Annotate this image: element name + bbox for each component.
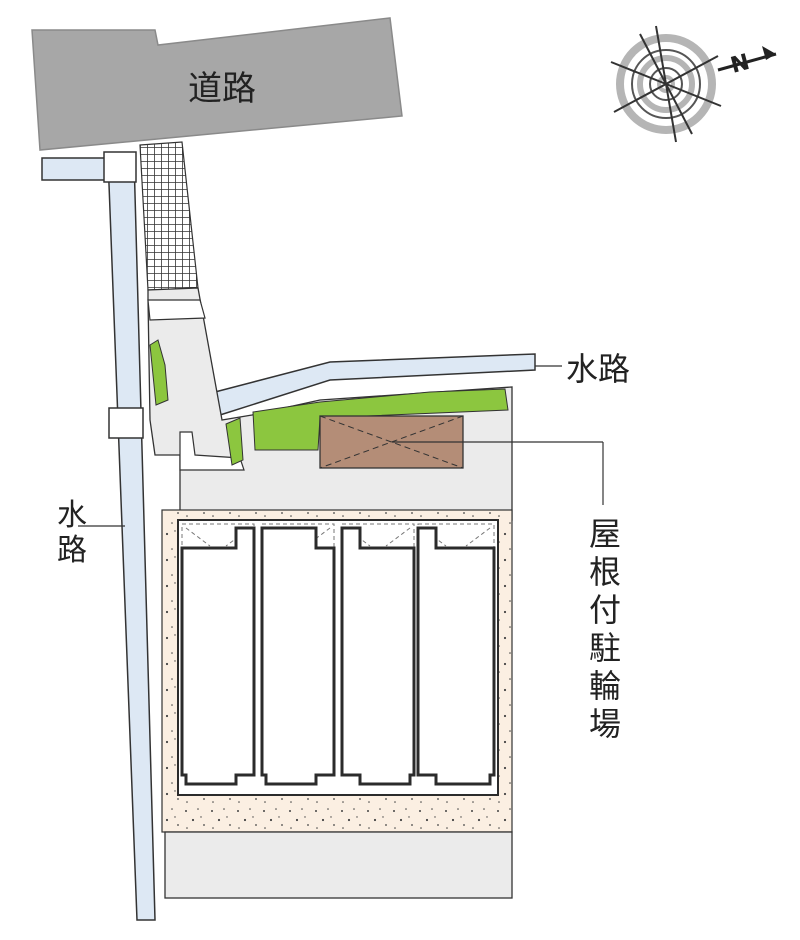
- compass-rose-icon: [610, 25, 777, 143]
- waterway-top-left: [41, 157, 109, 181]
- road-area: [31, 17, 403, 151]
- access-path: [139, 141, 199, 291]
- planting-left: [149, 339, 169, 406]
- covered-parking-label-1: 屋: [589, 515, 621, 553]
- covered-parking-label-2: 根: [589, 553, 621, 591]
- unit-4: [416, 523, 496, 786]
- planting-strip: [252, 388, 509, 451]
- unit-3: [340, 523, 416, 786]
- entrance-step: [147, 299, 206, 321]
- covered-parking-label-6: 場: [589, 705, 621, 743]
- bottom-paving: [164, 831, 513, 899]
- planting-center: [225, 417, 244, 466]
- covered-parking-label-4: 駐: [589, 629, 621, 667]
- waterway-right-label: 水路: [566, 350, 630, 388]
- waterway-left-label-2: 路: [57, 533, 87, 568]
- covered-parking-label-3: 付: [589, 591, 621, 629]
- compass-north-letter: N: [728, 50, 752, 79]
- covered-parking-label-5: 輪: [589, 667, 621, 705]
- waterway-gate-top: [103, 151, 137, 183]
- waterway-gate-middle: [108, 407, 144, 439]
- unit-2: [260, 523, 336, 786]
- unit-1: [180, 523, 256, 786]
- waterway-left-label-1: 水: [57, 498, 87, 533]
- road-label: 道路: [188, 69, 256, 109]
